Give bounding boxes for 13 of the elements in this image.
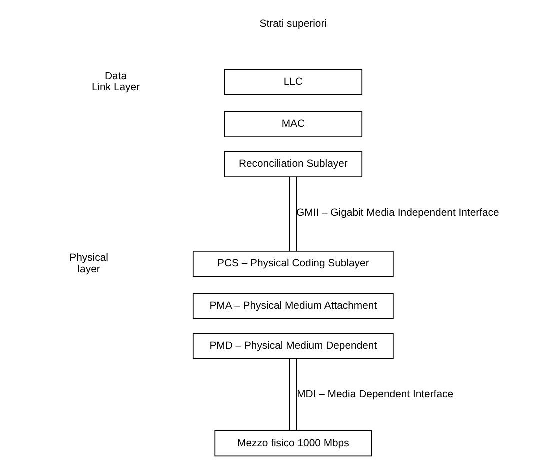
connector <box>289 176 297 252</box>
node-box: Reconciliation Sublayer <box>224 151 362 178</box>
label: Data Link Layer <box>91 71 140 94</box>
node-box: MAC <box>224 111 362 138</box>
node-box: PMA – Physical Medium Attachment <box>192 293 394 320</box>
node-box: PCS – Physical Coding Sublayer <box>192 250 394 278</box>
label: Strati superiori <box>259 19 327 30</box>
connector <box>289 358 297 432</box>
label: Physical layer <box>69 253 108 276</box>
node-box: Mezzo fisico 1000 Mbps <box>214 430 372 457</box>
node-box: PMD – Physical Medium Dependent <box>192 333 394 360</box>
edge-label: MDI – Media Dependent Interface <box>296 390 454 401</box>
node-box: LLC <box>224 69 362 96</box>
